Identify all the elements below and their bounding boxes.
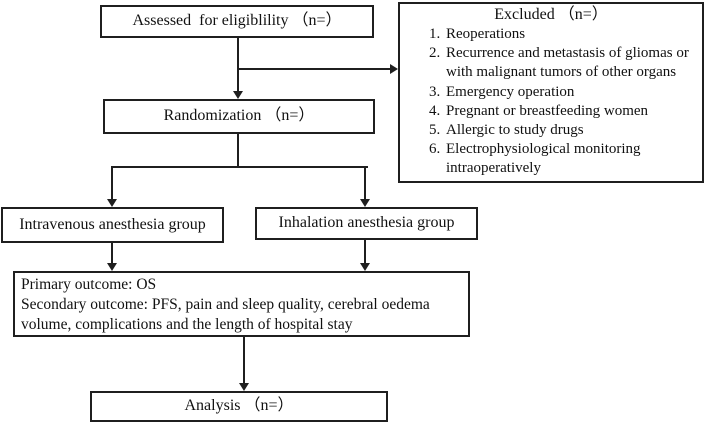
outcomes-box: Primary outcome: OS Secondary outcome: P… bbox=[13, 271, 470, 337]
arrowhead-right-excluded-icon bbox=[390, 64, 398, 74]
connector-assessed-to-excluded bbox=[238, 68, 390, 70]
excluded-item: Pregnant or breastfeeding women bbox=[444, 102, 700, 121]
connector-split-to-intravenous bbox=[111, 166, 113, 200]
inhalation-group-box: Inhalation anesthesia group bbox=[255, 207, 478, 240]
inhalation-group-label: Inhalation anesthesia group bbox=[278, 214, 455, 232]
excluded-title: Excluded （n=） bbox=[494, 6, 608, 23]
connector-outcomes-to-analysis bbox=[243, 337, 245, 384]
connector-assessed-to-randomization bbox=[237, 38, 239, 92]
arrowhead-down-outcomes-left-icon bbox=[107, 263, 117, 271]
assessed-eligibility-label: Assessed for eligiblility （n=） bbox=[132, 12, 342, 30]
arrowhead-down-intravenous-icon bbox=[107, 199, 117, 207]
connector-inhalation-to-outcomes bbox=[364, 240, 366, 264]
arrowhead-down-outcomes-right-icon bbox=[360, 263, 370, 271]
arrowhead-down-analysis-icon bbox=[239, 383, 249, 391]
connector-split-to-inhalation bbox=[364, 166, 366, 200]
analysis-box: Analysis （n=） bbox=[90, 391, 388, 422]
connector-split-bar bbox=[112, 166, 368, 168]
randomization-box: Randomization （n=） bbox=[103, 99, 375, 134]
primary-outcome-text: Primary outcome: OS bbox=[21, 276, 157, 293]
excluded-item: Recurrence and metastasis of gliomas or … bbox=[444, 44, 700, 82]
randomization-label: Randomization （n=） bbox=[163, 107, 315, 125]
excluded-list: Reoperations Recurrence and metastasis o… bbox=[400, 25, 702, 179]
excluded-item: Emergency operation bbox=[444, 83, 700, 102]
connector-intravenous-to-outcomes bbox=[111, 243, 113, 264]
excluded-box: Excluded （n=） Reoperations Recurrence an… bbox=[398, 2, 704, 183]
excluded-item: Reoperations bbox=[444, 25, 700, 44]
secondary-outcome-text: Secondary outcome: PFS, pain and sleep q… bbox=[21, 296, 434, 333]
intravenous-group-box: Intravenous anesthesia group bbox=[1, 207, 224, 243]
arrowhead-down-randomization-icon bbox=[233, 91, 243, 99]
arrowhead-down-inhalation-icon bbox=[360, 199, 370, 207]
intravenous-group-label: Intravenous anesthesia group bbox=[19, 215, 206, 233]
connector-randomization-to-split bbox=[237, 134, 239, 168]
excluded-item: Electrophysiological monitoring intraope… bbox=[444, 140, 700, 178]
excluded-item: Allergic to study drugs bbox=[444, 121, 700, 140]
assessed-eligibility-box: Assessed for eligiblility （n=） bbox=[100, 5, 374, 38]
analysis-label: Analysis （n=） bbox=[184, 397, 294, 415]
